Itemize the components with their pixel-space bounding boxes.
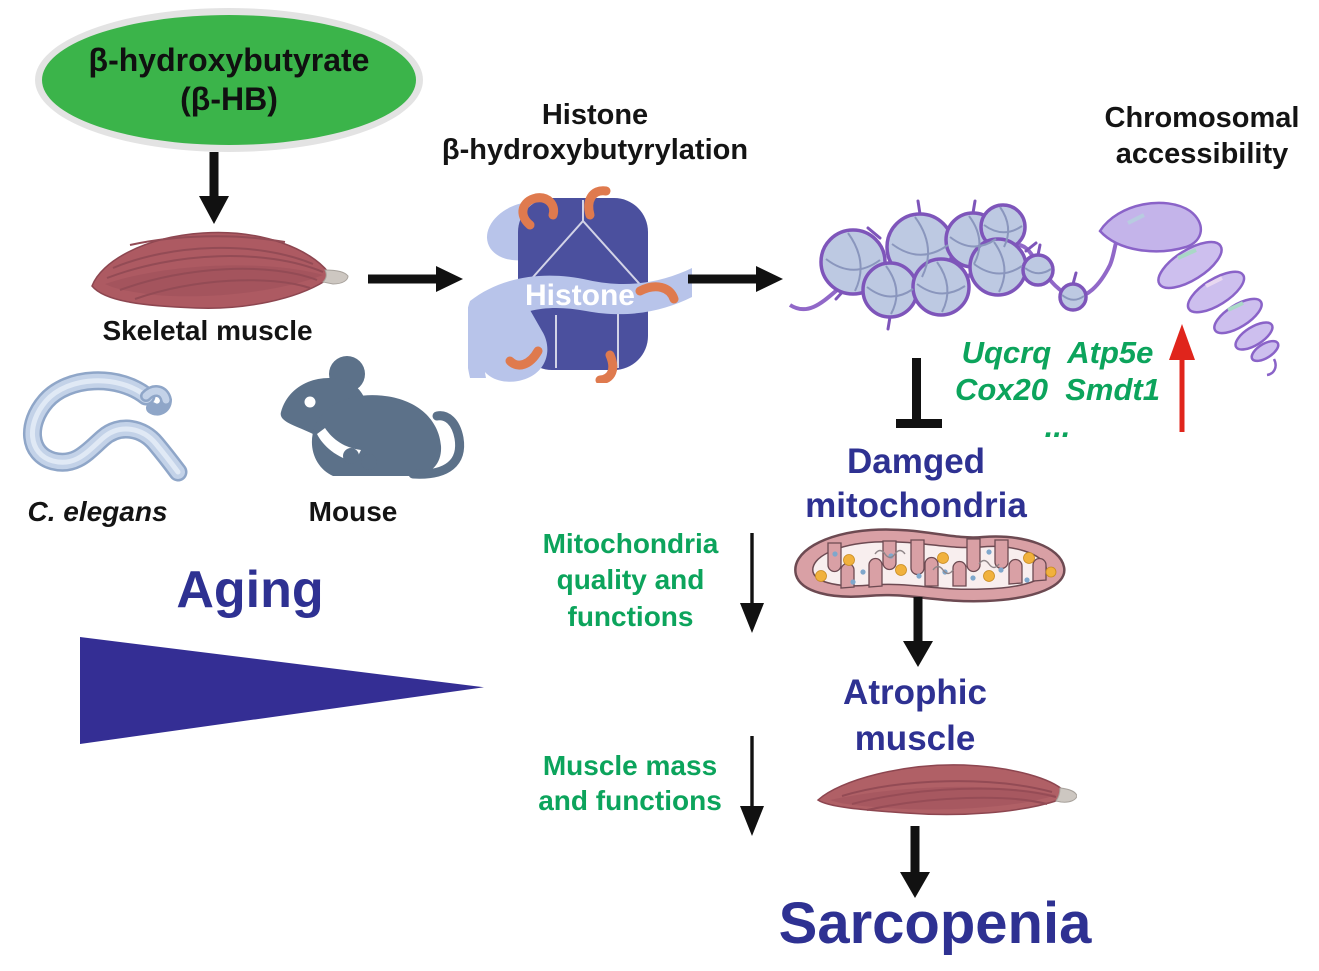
musclemass-line2: and functions	[538, 785, 722, 816]
chromatin-nucleosomes-icon	[788, 199, 1280, 377]
arrow-down-mitochondria-to-atrophic-icon	[903, 597, 933, 667]
sarcopenia-label: Sarcopenia	[778, 891, 1092, 956]
atrophic-line2: muscle	[854, 718, 976, 758]
c-elegans-worm-icon	[23, 371, 188, 482]
arrow-down-mitochondria-quality-icon	[740, 533, 764, 633]
mitochondrion-icon	[794, 528, 1066, 603]
mouse-icon	[280, 356, 465, 479]
chromosomal-line2: accessibility	[1115, 138, 1289, 171]
gene-line3: ...	[1044, 409, 1071, 444]
aging-label: Aging	[176, 561, 324, 619]
histone-complex-icon: Histone	[468, 186, 692, 383]
arrow-right-histone-to-chromatin-icon	[688, 266, 783, 292]
chromosomal-accessibility-label: Chromosomal accessibility	[1085, 100, 1319, 173]
aging-wedge	[80, 637, 484, 744]
c-elegans-label: C. elegans	[27, 496, 168, 527]
red-up-arrow-icon	[1169, 324, 1195, 432]
arrow-down-bhb-to-muscle-icon	[199, 152, 229, 224]
gene-list: Uqcrq Atp5e Cox20 Smdt1 ...	[940, 334, 1175, 445]
mouse-label: Mouse	[308, 496, 398, 527]
inhibition-tbar-icon	[896, 358, 942, 428]
histone-title-line2: β-hydroxybutyrylation	[441, 133, 749, 166]
atrophic-line1: Atrophic	[843, 673, 987, 712]
atrophic-muscle-icon	[816, 764, 1077, 816]
arrow-right-muscle-to-histone-icon	[368, 266, 463, 292]
skeletal-muscle-label: Skeletal muscle	[102, 315, 313, 346]
bhb-node: β-hydroxybutyrate (β-HB)	[35, 8, 423, 152]
damaged-line1: Damged	[846, 442, 986, 481]
muscle-mass-label: Muscle mass and functions	[515, 748, 745, 818]
arrow-down-atrophic-to-sarcopenia-icon	[900, 826, 930, 898]
histone-badge: Histone	[525, 279, 635, 312]
mitochondria-quality-label: Mitochondria quality and functions	[518, 526, 743, 635]
bhb-label-line1: β-hydroxybutyrate	[88, 41, 370, 78]
histone-title-line1: Histone	[541, 99, 649, 131]
musclemass-line1: Muscle mass	[542, 750, 718, 781]
mitoq-line1: Mitochondria	[542, 528, 719, 559]
arrow-down-muscle-mass-icon	[740, 736, 764, 836]
damaged-mitochondria-label: Damged mitochondria	[780, 440, 1052, 528]
gene-line2: Cox20 Smdt1	[954, 372, 1160, 407]
bhb-label-line2: (β-HB)	[180, 81, 278, 117]
dna-helix-icon	[1098, 201, 1280, 377]
skeletal-muscle-icon	[91, 231, 349, 309]
histone-title: Histone β-hydroxybutyrylation	[415, 98, 775, 168]
damaged-line2: mitochondria	[805, 485, 1027, 525]
gene-line1: Uqcrq Atp5e	[961, 335, 1154, 370]
mitoq-line3: functions	[567, 600, 694, 632]
mitoq-line2: quality and	[556, 564, 705, 596]
atrophic-muscle-label: Atrophic muscle	[805, 670, 1025, 761]
chromosomal-line1: Chromosomal	[1104, 102, 1300, 134]
